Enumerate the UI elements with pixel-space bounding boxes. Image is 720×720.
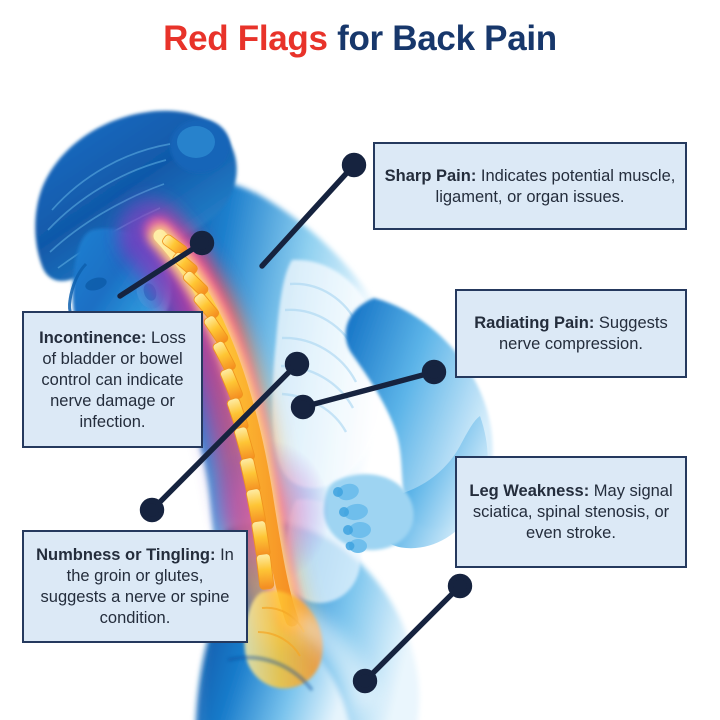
glute-highlight: [293, 608, 379, 712]
callout-radiating-pain-lead: Radiating Pain:: [474, 314, 595, 332]
hand: [323, 474, 414, 553]
callout-leg-weakness-text: Leg Weakness: May signal sciatica, spina…: [465, 481, 677, 544]
callout-leg-weakness-body: May signal sciatica, spinal stenosis, or…: [472, 482, 673, 542]
callout-radiating-pain-body: Suggests nerve compression.: [499, 314, 668, 353]
callout-sharp-pain-text: Sharp Pain: Indicates potential muscle, …: [383, 166, 677, 208]
callout-incontinence-text: Incontinence: Loss of bladder or bowel c…: [32, 328, 193, 433]
callout-numbness[interactable]: Numbness or Tingling: In the groin or gl…: [22, 530, 248, 643]
callout-leg-weakness[interactable]: Leg Weakness: May signal sciatica, spina…: [455, 456, 687, 568]
callout-incontinence-body: Loss of bladder or bowel control can ind…: [41, 328, 186, 431]
callout-incontinence[interactable]: Incontinence: Loss of bladder or bowel c…: [22, 311, 203, 448]
callout-numbness-body: In the groin or glutes, suggests a nerve…: [40, 546, 234, 627]
page-title: Red Flags for Back Pain: [0, 18, 720, 60]
glute-crease: [227, 656, 314, 691]
callout-radiating-pain[interactable]: Radiating Pain: Suggests nerve compressi…: [455, 289, 687, 378]
eye: [85, 277, 107, 291]
page-title-highlight: Red Flags: [163, 19, 328, 58]
callout-sharp-pain-lead: Sharp Pain:: [384, 166, 477, 185]
callout-numbness-lead: Numbness or Tingling:: [36, 546, 216, 564]
page-title-rest: for Back Pain: [327, 19, 557, 58]
callout-sharp-pain-body: Indicates potential muscle, ligament, or…: [435, 166, 676, 206]
callout-incontinence-lead: Incontinence:: [39, 328, 147, 347]
callout-radiating-pain-text: Radiating Pain: Suggests nerve compressi…: [465, 313, 677, 355]
callout-numbness-text: Numbness or Tingling: In the groin or gl…: [32, 545, 238, 629]
callout-sharp-pain[interactable]: Sharp Pain: Indicates potential muscle, …: [373, 142, 687, 230]
callout-leg-weakness-lead: Leg Weakness:: [469, 482, 590, 500]
